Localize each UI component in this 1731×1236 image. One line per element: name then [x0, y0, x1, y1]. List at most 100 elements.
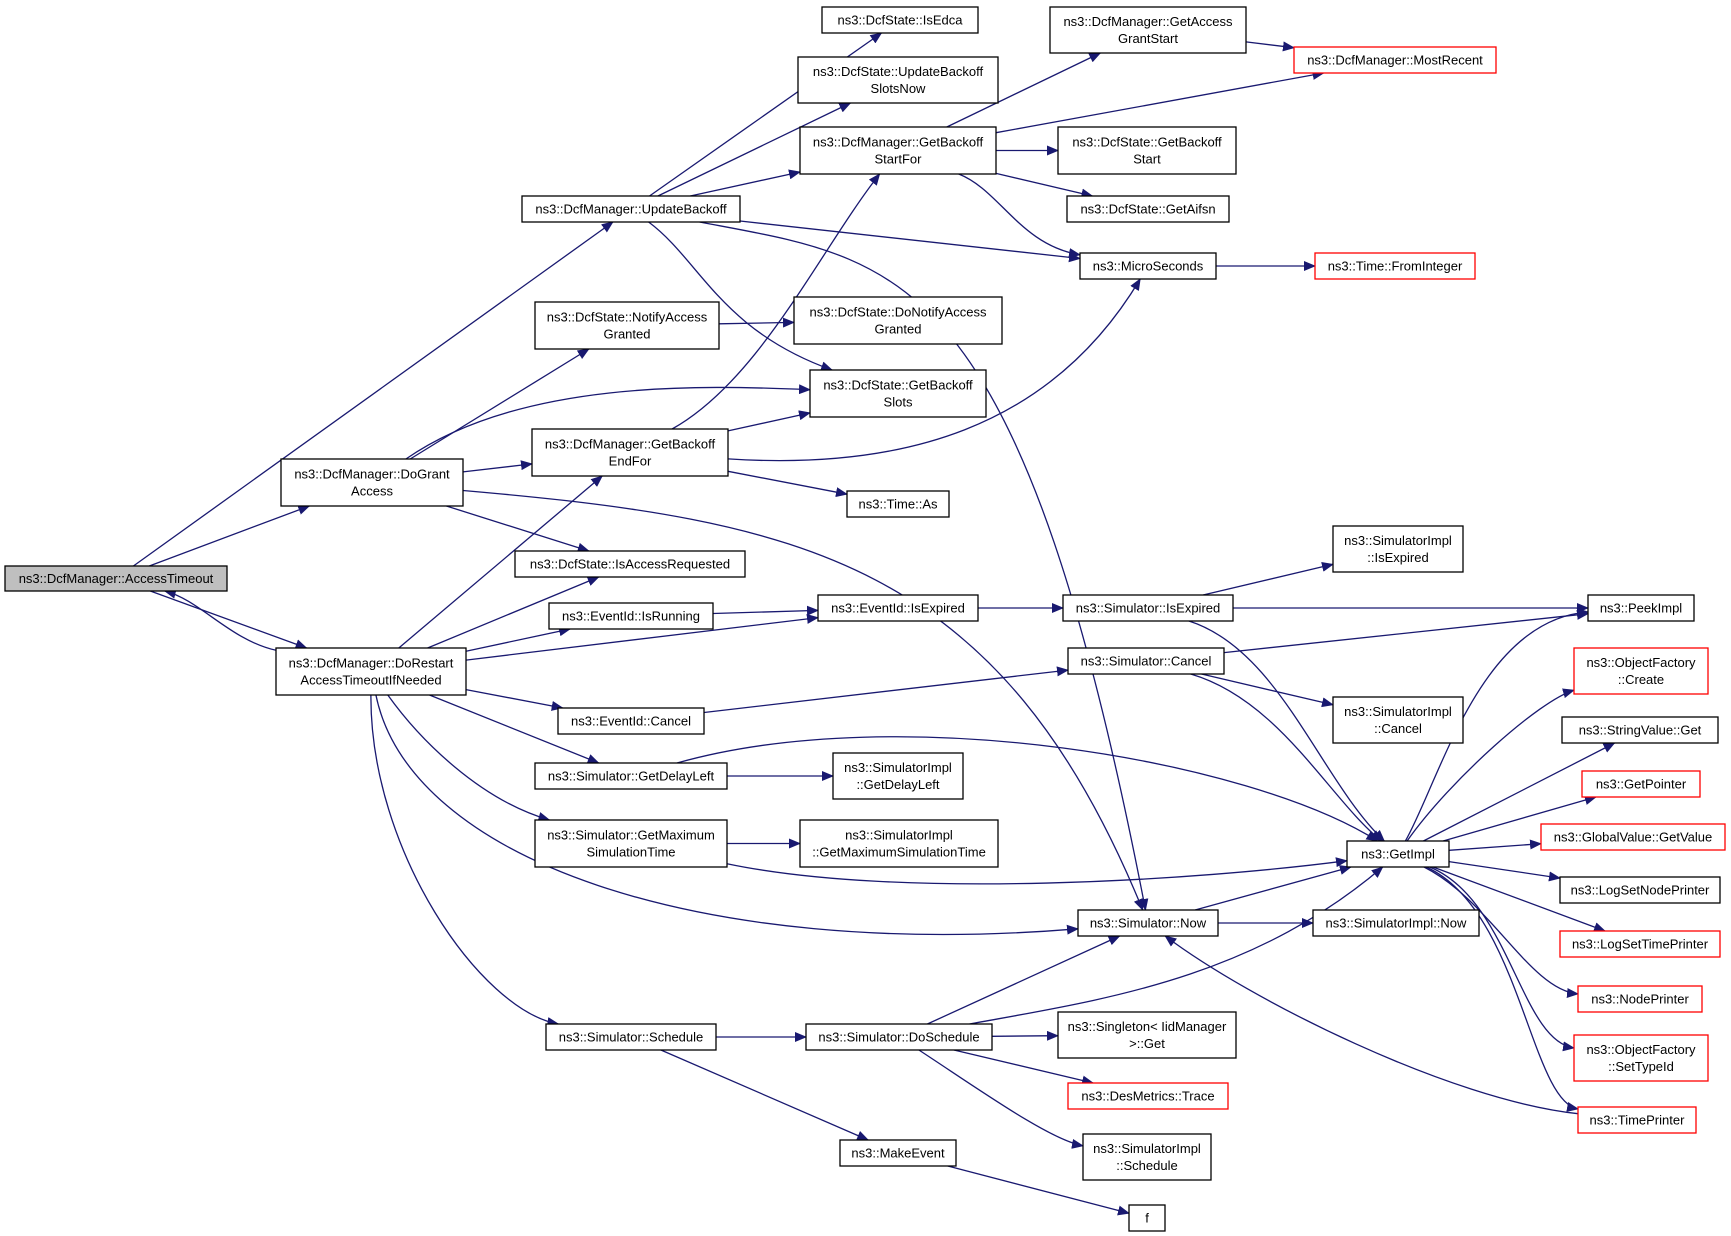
node-microseconds[interactable]: ns3::MicroSeconds: [1079, 252, 1217, 280]
node-simimplcancel[interactable]: ns3::SimulatorImpl::Cancel: [1332, 696, 1464, 744]
edge-getimpl-to-logsettimeprinter: [1432, 866, 1606, 932]
node-getdelayleft[interactable]: ns3::Simulator::GetDelayLeft: [534, 762, 728, 790]
node-nodeprinter[interactable]: ns3::NodePrinter: [1577, 985, 1703, 1013]
node-label: ns3::StringValue::Get: [1579, 722, 1702, 737]
node-simulatorcancel[interactable]: ns3::Simulator::Cancel: [1067, 647, 1225, 675]
edge-getimpl-to-timeprinter: [1426, 866, 1579, 1112]
node-box: [1067, 1082, 1229, 1110]
node-box: [1077, 909, 1219, 937]
node-label: ns3::MicroSeconds: [1093, 258, 1204, 273]
node-box: [534, 819, 728, 868]
node-label: ns3::Simulator::Cancel: [1081, 653, 1212, 668]
node-simimplgetdelayleft[interactable]: ns3::SimulatorImpl::GetDelayLeft: [832, 752, 964, 800]
node-doschedule[interactable]: ns3::Simulator::DoSchedule: [805, 1023, 993, 1051]
node-isaccessrequested[interactable]: ns3::DcfState::IsAccessRequested: [514, 550, 746, 578]
node-box: [793, 296, 1003, 345]
node-label: ::SetTypeId: [1608, 1059, 1674, 1074]
node-label: Slots: [884, 394, 913, 409]
edge-dograntaccess-to-notifyaccessgranted: [409, 348, 590, 460]
node-label: ns3::GlobalValue::GetValue: [1554, 829, 1713, 844]
node-getmaxsimtime[interactable]: ns3::Simulator::GetMaximumSimulationTime: [534, 819, 728, 868]
edge-getbackoffendfor-to-microseconds: [727, 278, 1141, 462]
node-objectfactorysettypeid[interactable]: ns3::ObjectFactory::SetTypeId: [1573, 1034, 1709, 1082]
node-box: [534, 301, 720, 350]
edge-getimpl-to-nodeprinter: [1423, 866, 1579, 998]
node-makeevent[interactable]: ns3::MakeEvent: [839, 1139, 957, 1167]
edge-simulatorisexpired-to-getimpl: [1188, 620, 1386, 842]
node-label: ::IsExpired: [1367, 550, 1428, 565]
node-label: ns3::DcfManager::GetBackoff: [813, 134, 984, 149]
node-eventidisrunning[interactable]: ns3::EventId::IsRunning: [548, 602, 714, 630]
node-logsettimeprinter[interactable]: ns3::LogSetTimePrinter: [1559, 930, 1721, 958]
node-label: ns3::SimulatorImpl: [845, 827, 953, 842]
edge-dorestart-to-simulatornow: [375, 694, 1079, 936]
node-box: [280, 458, 464, 507]
node-peekimpl[interactable]: ns3::PeekImpl: [1587, 594, 1695, 622]
node-desmetricstrace[interactable]: ns3::DesMetrics::Trace: [1067, 1082, 1229, 1110]
node-simimplschedule[interactable]: ns3::SimulatorImpl::Schedule: [1082, 1133, 1212, 1181]
node-simulatorisexpired[interactable]: ns3::Simulator::IsExpired: [1062, 594, 1234, 622]
node-box: [805, 1023, 993, 1051]
node-box: [832, 752, 964, 800]
node-label: ns3::DcfManager::GetBackoff: [545, 436, 716, 451]
node-stringvalueget[interactable]: ns3::StringValue::Get: [1561, 716, 1719, 744]
node-label: ns3::ObjectFactory: [1586, 655, 1696, 670]
node-simulatorschedule[interactable]: ns3::Simulator::Schedule: [545, 1023, 717, 1051]
node-label: ns3::DcfState::GetBackoff: [823, 377, 973, 392]
edge-getdelayleft-to-getimpl: [676, 736, 1379, 842]
node-label: ns3::Simulator::Now: [1090, 915, 1207, 930]
edge-getimpl-to-peekimpl: [1404, 607, 1589, 842]
node-box: [1079, 252, 1217, 280]
node-timeprinter[interactable]: ns3::TimePrinter: [1577, 1106, 1697, 1134]
edge-doschedule-to-getimpl: [969, 866, 1384, 1025]
edge-dorestart-to-accesstimeout: [163, 588, 277, 651]
node-dorestart[interactable]: ns3::DcfManager::DoRestartAccessTimeoutI…: [275, 647, 467, 696]
node-updatebackoff[interactable]: ns3::DcfManager::UpdateBackoff: [521, 195, 741, 223]
node-mostrecent[interactable]: ns3::DcfManager::MostRecent: [1293, 46, 1497, 74]
node-label: ns3::DcfState::IsEdca: [837, 12, 963, 27]
edge-updatebackoff-to-microseconds: [739, 220, 1081, 263]
call-edges: [133, 32, 1616, 1216]
node-getaifsn[interactable]: ns3::DcfState::GetAifsn: [1066, 195, 1230, 223]
node-label: ns3::Simulator::IsExpired: [1076, 600, 1221, 615]
node-label: Access: [351, 483, 393, 498]
node-globalvaluegetvalue[interactable]: ns3::GlobalValue::GetValue: [1540, 823, 1726, 851]
node-singletonget[interactable]: ns3::Singleton< IidManager>::Get: [1057, 1011, 1237, 1059]
node-timeas[interactable]: ns3::Time::As: [846, 490, 950, 518]
node-simimplisexpired[interactable]: ns3::SimulatorImpl::IsExpired: [1332, 525, 1464, 573]
node-eventidisexpired[interactable]: ns3::EventId::IsExpired: [817, 594, 979, 622]
node-objectfactorycreate[interactable]: ns3::ObjectFactory::Create: [1573, 647, 1709, 695]
node-getimpl[interactable]: ns3::GetImpl: [1346, 840, 1450, 868]
node-label: EndFor: [609, 453, 652, 468]
node-label: ns3::Simulator::Schedule: [559, 1029, 704, 1044]
node-label: ns3::DcfState::GetAifsn: [1080, 201, 1215, 216]
node-simimplnow[interactable]: ns3::SimulatorImpl::Now: [1312, 909, 1480, 937]
node-box: [557, 707, 705, 735]
node-label: GrantStart: [1118, 31, 1178, 46]
node-eventidcancel[interactable]: ns3::EventId::Cancel: [557, 707, 705, 735]
node-f[interactable]: f: [1128, 1204, 1166, 1232]
node-box: [548, 602, 714, 630]
node-label: ns3::SimulatorImpl: [1344, 533, 1452, 548]
node-getpointer[interactable]: ns3::GetPointer: [1581, 770, 1701, 798]
node-frominteger[interactable]: ns3::Time::FromInteger: [1314, 252, 1476, 280]
edge-updatebackoff-to-updatebackoffslotsnow: [657, 102, 852, 197]
node-simulatornow[interactable]: ns3::Simulator::Now: [1077, 909, 1219, 937]
node-logsetnodeprinter[interactable]: ns3::LogSetNodePrinter: [1559, 876, 1721, 904]
node-simimplgetmaxsimtime[interactable]: ns3::SimulatorImpl::GetMaximumSimulation…: [799, 819, 999, 868]
node-isedca[interactable]: ns3::DcfState::IsEdca: [821, 6, 979, 34]
edge-updatebackoff-to-getbackoffstartfor: [690, 169, 801, 197]
node-label: Start: [1133, 151, 1161, 166]
node-label: ns3::DcfManager::GetAccess: [1063, 14, 1233, 29]
node-box: [1312, 909, 1480, 937]
